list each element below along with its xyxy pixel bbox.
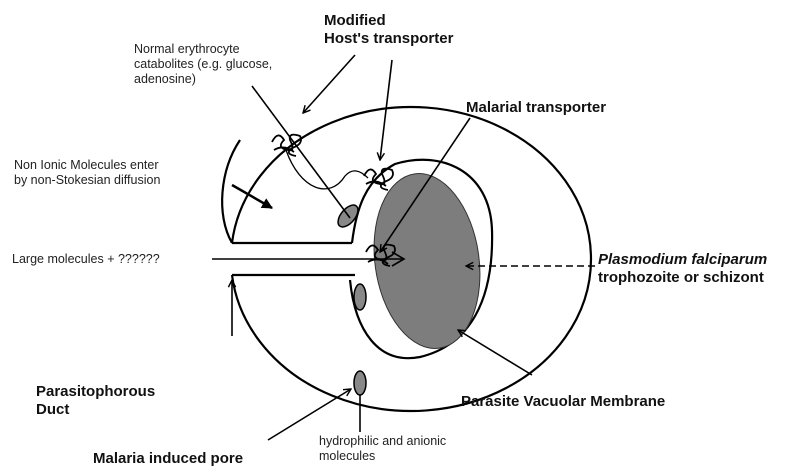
connecting-line bbox=[286, 150, 368, 189]
duct-label-line1: Parasitophorous bbox=[36, 383, 155, 401]
normal-catabolites-line3: adenosine) bbox=[134, 72, 272, 87]
pore-label: Malaria induced pore bbox=[93, 450, 243, 468]
modified-host-label-line2: Host's transporter bbox=[324, 30, 453, 48]
hydrophilic-line2: molecules bbox=[319, 449, 446, 464]
duct-label-line2: Duct bbox=[36, 401, 155, 419]
plasmodium-label-line1: Plasmodium falciparum bbox=[598, 251, 767, 269]
modified-host-arrow bbox=[303, 55, 355, 113]
large-molecules-label: Large molecules + ?????? bbox=[12, 252, 160, 267]
malarial-transporter-label: Malarial transporter bbox=[466, 99, 606, 117]
non-ionic-line2: by non-Stokesian diffusion bbox=[14, 173, 160, 188]
hydrophilic-line1: hydrophilic and anionic bbox=[319, 434, 446, 449]
normal-catabolite-line bbox=[252, 86, 350, 218]
pore-upper bbox=[354, 284, 366, 310]
pore-lower bbox=[354, 371, 366, 395]
vacuolar-membrane-label: Parasite Vacuolar Membrane bbox=[461, 393, 665, 411]
non-ionic-line1: Non Ionic Molecules enter bbox=[14, 158, 160, 173]
normal-catabolites-line2: catabolites (e.g. glucose, bbox=[134, 57, 272, 72]
vacuolar-membrane-arrow bbox=[458, 330, 532, 375]
plasmodium-label-line2: trophozoite or schizont bbox=[598, 269, 767, 287]
modified-host-label-line1: Modified bbox=[324, 12, 453, 30]
pore-arrow bbox=[268, 389, 351, 440]
normal-catabolites-line1: Normal erythrocyte bbox=[134, 42, 272, 57]
